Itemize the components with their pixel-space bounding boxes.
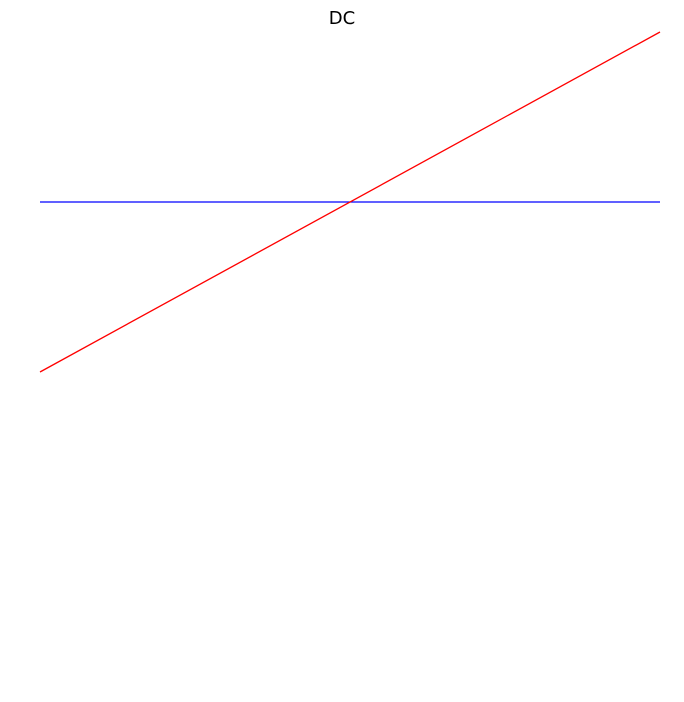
chart-title: DC: [328, 8, 356, 29]
series-line-2: [39, 31, 661, 373]
